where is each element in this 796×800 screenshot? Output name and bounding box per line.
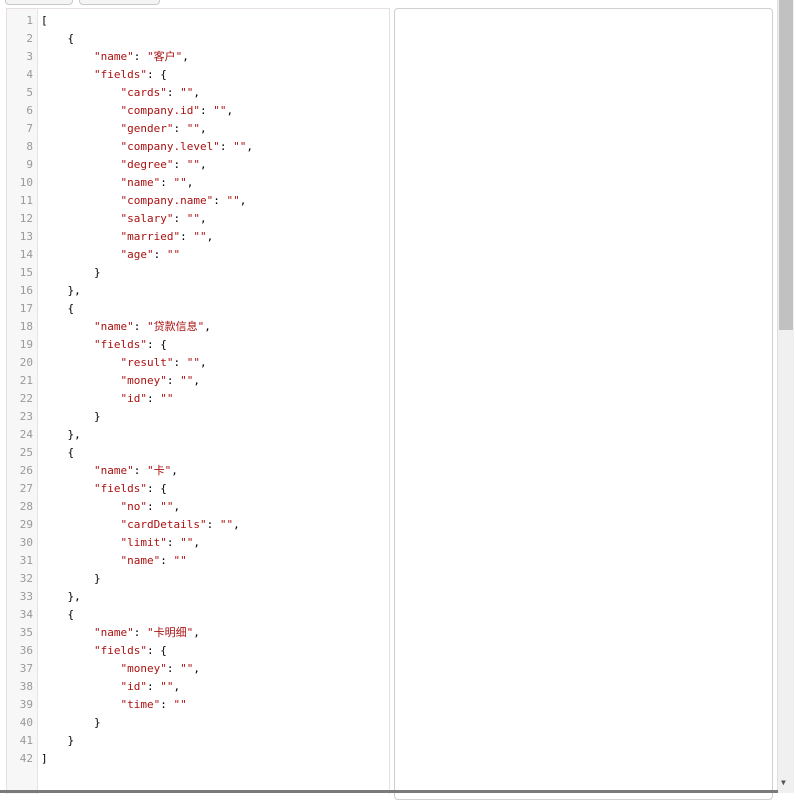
code-line: ]	[41, 752, 48, 765]
code-line: [	[41, 14, 48, 27]
code-line: "name": ""	[120, 554, 187, 567]
line-number: 10	[19, 176, 33, 189]
code-line: "name": "卡",	[93, 464, 178, 477]
line-number: 2	[26, 32, 33, 45]
code-line: }	[41, 410, 101, 423]
code-line: "fields": {	[93, 338, 167, 351]
line-number: 4	[26, 68, 33, 81]
line-number: 12	[19, 212, 33, 225]
line-number: 19	[19, 338, 33, 351]
line-number: 8	[26, 140, 33, 153]
line-number: 29	[19, 518, 33, 531]
line-number: 27	[19, 482, 33, 495]
code-line: "name": "卡明细",	[93, 626, 200, 639]
line-number: 35	[19, 626, 33, 639]
code-line: "id": "",	[120, 680, 181, 693]
line-number: 33	[19, 590, 33, 603]
line-number: 40	[19, 716, 33, 729]
code-line: "no": "",	[120, 500, 181, 513]
code-line: "fields": {	[93, 644, 167, 657]
code-line: },	[41, 590, 81, 603]
line-number: 30	[19, 536, 33, 549]
line-number: 18	[19, 320, 33, 333]
line-number: 23	[19, 410, 33, 423]
line-number: 37	[19, 662, 33, 675]
code-line: {	[41, 302, 75, 315]
line-number: 16	[19, 284, 33, 297]
line-number: 39	[19, 698, 33, 711]
code-line: "fields": {	[93, 482, 167, 495]
code-line: "salary": "",	[120, 212, 207, 225]
toolbar-button-2[interactable]	[79, 0, 160, 5]
code-line: "money": "",	[120, 662, 200, 675]
scroll-down-arrow-icon[interactable]: ▼	[781, 778, 786, 787]
line-number: 7	[26, 122, 33, 135]
code-line: }	[41, 716, 101, 729]
code-line: "company.level": "",	[120, 140, 253, 153]
code-line: }	[41, 266, 101, 279]
code-line: "fields": {	[93, 68, 167, 81]
code-line: "gender": "",	[120, 122, 207, 135]
line-number: 34	[19, 608, 33, 621]
window-bottom-border	[0, 790, 778, 793]
line-number: 24	[19, 428, 33, 441]
line-number: 1	[26, 14, 33, 27]
line-number: 25	[19, 446, 33, 459]
code-line: {	[41, 608, 75, 621]
line-number: 32	[19, 572, 33, 585]
code-line: "result": "",	[120, 356, 207, 369]
code-line: {	[41, 32, 75, 45]
line-number: 21	[19, 374, 33, 387]
code-line: "name": "",	[120, 176, 194, 189]
line-number: 38	[19, 680, 33, 693]
line-number: 42	[19, 752, 33, 765]
code-line: "id": ""	[120, 392, 174, 405]
line-number: 3	[26, 50, 33, 63]
line-number: 20	[19, 356, 33, 369]
line-number: 36	[19, 644, 33, 657]
line-number: 28	[19, 500, 33, 513]
code-line: },	[41, 428, 81, 441]
code-line: {	[41, 446, 75, 459]
line-number: 17	[19, 302, 33, 315]
toolbar-button-1[interactable]	[5, 0, 73, 5]
line-number: 31	[19, 554, 33, 567]
code-line: },	[41, 284, 81, 297]
line-number: 13	[19, 230, 33, 243]
line-number: 15	[19, 266, 33, 279]
preview-panel	[394, 8, 773, 800]
scrollbar[interactable]: ▼	[777, 0, 794, 793]
code-line: "money": "",	[120, 374, 200, 387]
code-line: "name": "客户",	[93, 50, 189, 63]
code-line: "degree": "",	[120, 158, 207, 171]
code-line: "time": ""	[120, 698, 187, 711]
line-number: 22	[19, 392, 33, 405]
code-line: "cardDetails": "",	[120, 518, 240, 531]
code-line: "limit": "",	[120, 536, 200, 549]
code-line: }	[41, 572, 101, 585]
scrollbar-thumb[interactable]	[779, 0, 793, 330]
line-number: 26	[19, 464, 33, 477]
code-line: "cards": "",	[120, 86, 200, 99]
code-line: "name": "贷款信息",	[93, 320, 211, 333]
line-number: 41	[19, 734, 33, 747]
line-number: 6	[26, 104, 33, 117]
line-number: 9	[26, 158, 33, 171]
line-number: 5	[26, 86, 33, 99]
code-line: "age": ""	[120, 248, 181, 261]
code-line: "company.id": "",	[120, 104, 234, 117]
line-number: 11	[19, 194, 33, 207]
code-line: "company.name": "",	[120, 194, 247, 207]
code-line: }	[41, 734, 75, 747]
line-number: 14	[19, 248, 33, 261]
code-line: "married": "",	[120, 230, 214, 243]
